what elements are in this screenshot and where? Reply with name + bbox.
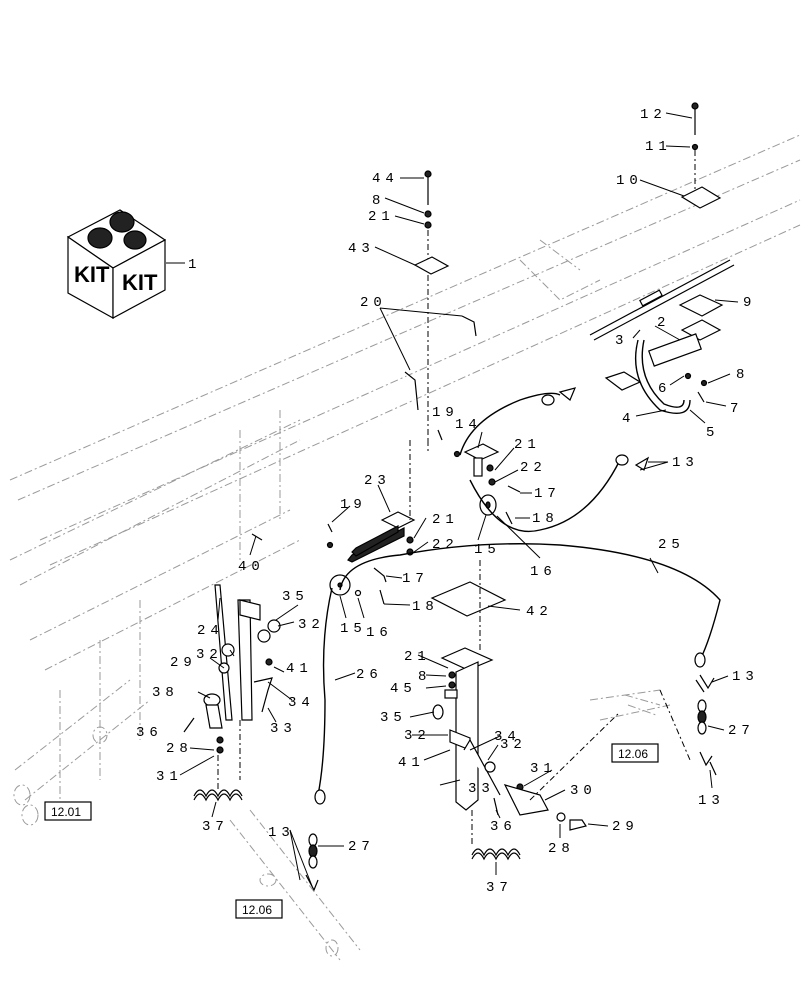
callout-38: 38 [152, 685, 179, 701]
cables [314, 387, 721, 805]
callout-32-upper: 32 [298, 617, 325, 633]
callout-19-center: 19 [432, 405, 459, 421]
callout-19-left: 19 [340, 497, 367, 513]
callout-32-lever: 32 [404, 728, 431, 744]
callout-37-right: 37 [486, 880, 513, 896]
callout-32-left: 32 [196, 647, 223, 663]
right-lever-assembly [409, 560, 621, 875]
page-ref-text: 12.06 [618, 747, 648, 761]
callout-34-left: 34 [288, 695, 315, 711]
page-ref-text: 12.01 [51, 805, 81, 819]
callout-33-right: 33 [468, 781, 495, 797]
kit-label-left: KIT [74, 262, 110, 287]
page-ref-text: 12.06 [242, 903, 272, 917]
callout-41-left: 41 [286, 661, 313, 677]
callout-42: 42 [526, 604, 553, 620]
callout-15-center: 15 [474, 542, 501, 558]
callout-43: 43 [348, 241, 375, 257]
callout-40: 40 [238, 559, 265, 575]
bolt-stack-middle [374, 170, 450, 440]
callout-13-left: 13 [268, 825, 295, 841]
left-bracket [249, 440, 429, 619]
callout-4: 4 [622, 411, 635, 427]
callout-3: 3 [615, 333, 628, 349]
left-lever-assembly [179, 584, 299, 818]
callout-30: 30 [570, 783, 597, 799]
callout-44: 44 [372, 171, 399, 187]
callout-11: 11 [645, 139, 672, 155]
callout-6: 6 [658, 381, 671, 397]
callout-37-left: 37 [202, 819, 229, 835]
bolt-stack-right [639, 102, 722, 209]
callout-34-right: 34 [494, 729, 521, 745]
callout-27-right: 27 [728, 723, 755, 739]
callout-33-left: 33 [270, 721, 297, 737]
callout-7: 7 [730, 401, 743, 417]
callout-13-right: 13 [732, 669, 759, 685]
callout-21-stack: 21 [368, 209, 395, 225]
callout-29-left: 29 [170, 655, 197, 671]
callout-12: 12 [640, 107, 667, 123]
callout-17-left: 17 [402, 571, 429, 587]
kit-box: KIT KIT [66, 209, 185, 320]
callout-20: 20 [360, 295, 387, 311]
callout-18-left: 18 [412, 599, 439, 615]
callout-labels: 1 2 3 4 5 6 7 8 8 8 9 10 11 12 13 13 13 … [136, 107, 759, 896]
callout-15-left: 15 [340, 621, 367, 637]
callout-1: 1 [188, 257, 201, 273]
callout-25: 25 [658, 537, 685, 553]
callout-5: 5 [706, 425, 719, 441]
callout-24: 24 [197, 623, 224, 639]
callout-10: 10 [616, 173, 643, 189]
right-chain-hardware [624, 674, 729, 789]
callout-21-left: 21 [432, 512, 459, 528]
callout-18-center: 18 [532, 511, 559, 527]
callout-16-left: 16 [366, 625, 393, 641]
callout-36-left: 36 [136, 725, 163, 741]
callout-8-lever: 8 [418, 669, 431, 685]
callout-36-right: 36 [490, 819, 517, 835]
callout-13-bottom: 13 [698, 793, 725, 809]
callout-23: 23 [364, 473, 391, 489]
callout-27-left: 27 [348, 839, 375, 855]
callout-29-right: 29 [612, 819, 639, 835]
callout-17-center: 17 [534, 486, 561, 502]
center-bracket [427, 429, 541, 559]
callout-22-left: 22 [432, 537, 459, 553]
callout-13-upper: 13 [672, 455, 699, 471]
callout-2: 2 [657, 315, 670, 331]
page-ref-12-01[interactable]: 12.01 [44, 801, 92, 821]
callout-16-center: 16 [530, 564, 557, 580]
page-ref-12-06-left[interactable]: 12.06 [235, 899, 283, 919]
left-chain-hardware [289, 829, 344, 892]
page-ref-12-06-right[interactable]: 12.06 [611, 743, 659, 763]
callout-26: 26 [356, 667, 383, 683]
hydraulic-cylinder [589, 259, 739, 424]
callout-35-left: 35 [282, 589, 309, 605]
callout-45: 45 [390, 681, 417, 697]
callout-21-center: 21 [514, 437, 541, 453]
callout-9: 9 [743, 295, 756, 311]
callout-28-left: 28 [166, 741, 193, 757]
kit-label-right: KIT [122, 270, 158, 295]
rods [379, 307, 477, 411]
callout-8-cylinder: 8 [736, 367, 749, 383]
callout-28-right: 28 [548, 841, 575, 857]
callout-41-right: 41 [398, 755, 425, 771]
callout-21-lever: 21 [404, 649, 431, 665]
plate-42 [430, 581, 521, 617]
callout-22-center: 22 [520, 460, 547, 476]
callout-14: 14 [455, 417, 482, 433]
callout-8-stack: 8 [372, 193, 385, 209]
callout-35-right: 35 [380, 710, 407, 726]
callout-31-right: 31 [530, 761, 557, 777]
callout-31-left: 31 [156, 769, 183, 785]
callout-32-right: 32 [500, 737, 527, 753]
